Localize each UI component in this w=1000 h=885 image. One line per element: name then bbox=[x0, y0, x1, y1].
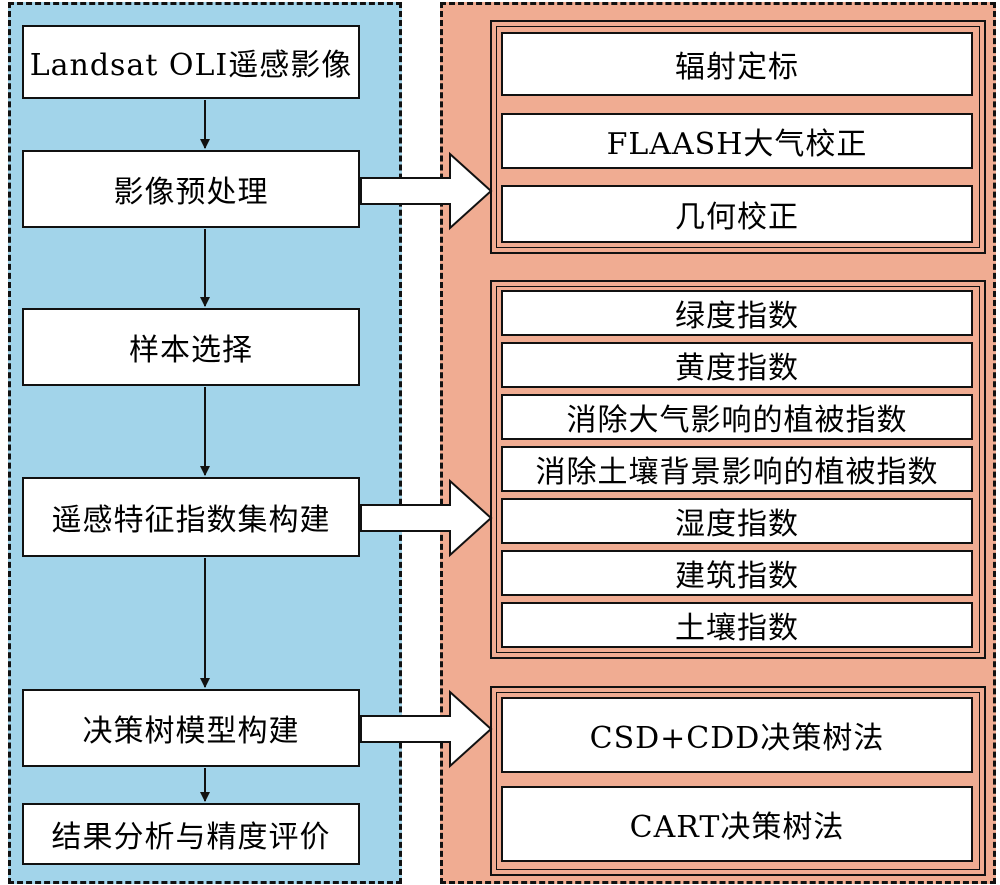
index-wetness: 湿度指数 bbox=[501, 498, 973, 544]
index-soil: 土壤指数 bbox=[501, 602, 973, 648]
step-image-preprocessing: 影像预处理 bbox=[22, 150, 360, 228]
index-yellowness: 黄度指数 bbox=[501, 342, 973, 388]
index-greenness: 绿度指数 bbox=[501, 290, 973, 336]
index-soil-adjusted-vegetation: 消除土壤背景影响的植被指数 bbox=[501, 446, 973, 492]
index-built-up: 建筑指数 bbox=[501, 550, 973, 596]
method-cart: CART决策树法 bbox=[501, 786, 973, 862]
method-csd-cdd: CSD+CDD决策树法 bbox=[501, 697, 973, 773]
step-decision-tree-model: 决策树模型构建 bbox=[22, 689, 360, 767]
radiometric-calibration-box: 辐射定标 bbox=[501, 32, 973, 96]
geometric-correction-box: 几何校正 bbox=[501, 185, 973, 243]
index-atmosphere-resistant-vegetation: 消除大气影响的植被指数 bbox=[501, 394, 973, 440]
step-result-accuracy: 结果分析与精度评价 bbox=[22, 803, 360, 865]
step-sample-selection: 样本选择 bbox=[22, 308, 360, 386]
step-remote-sensing-image: Landsat OLI遥感影像 bbox=[22, 25, 360, 99]
flaash-correction-box: FLAASH大气校正 bbox=[501, 113, 973, 169]
step-index-set-construction: 遥感特征指数集构建 bbox=[22, 477, 360, 557]
